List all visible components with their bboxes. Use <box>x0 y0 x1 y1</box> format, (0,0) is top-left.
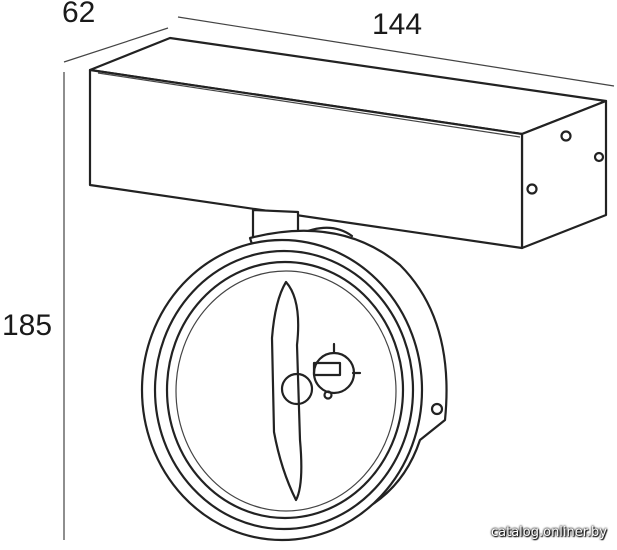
width-label: 144 <box>372 8 422 41</box>
screw-icon <box>430 402 444 416</box>
screw-icon <box>593 151 605 163</box>
housing-box <box>88 36 608 250</box>
watermark: catalog.onliner.by <box>490 525 607 540</box>
bulb-icon <box>280 372 314 406</box>
screw-icon <box>560 130 572 142</box>
depth-label: 62 <box>62 0 95 29</box>
lamp-head <box>140 229 448 542</box>
dimension-lines <box>63 16 615 540</box>
height-label: 185 <box>2 309 52 342</box>
screw-icon <box>526 183 538 195</box>
